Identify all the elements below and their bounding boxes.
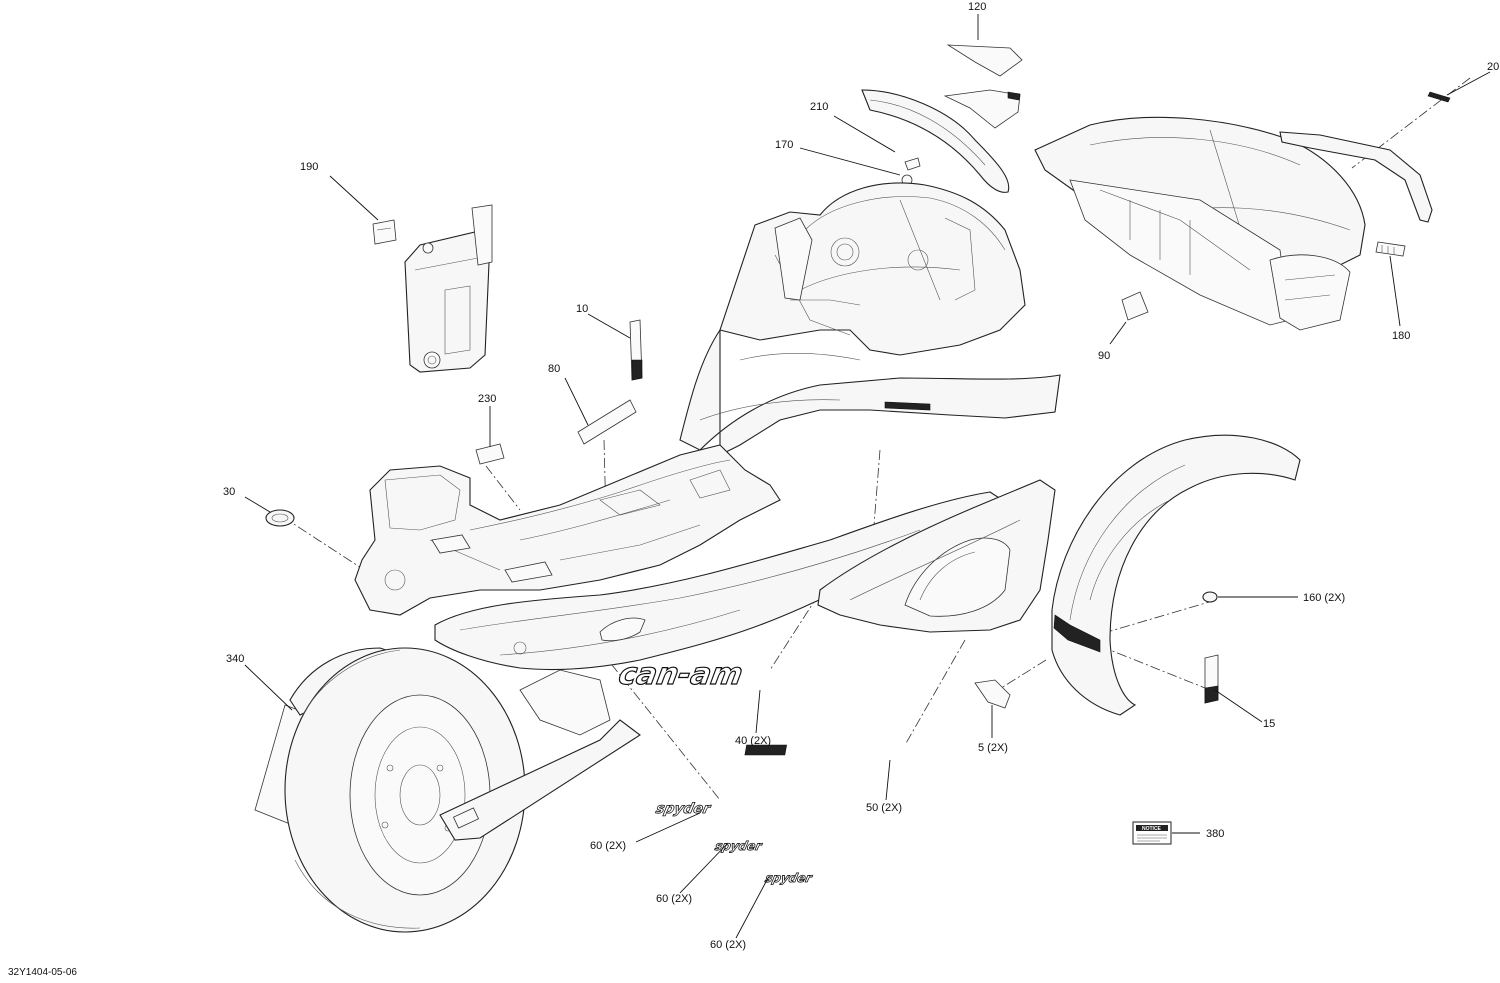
- document-id: 32Y1404-05-06: [8, 967, 77, 978]
- callout-160: 160 (2X): [1303, 592, 1345, 604]
- callout-10: 10: [576, 303, 588, 315]
- callout-230: 230: [478, 393, 496, 405]
- spyder-logo-text-3: spyder: [764, 871, 814, 885]
- callout-60-c: 60 (2X): [710, 939, 746, 951]
- part-rivet-160: [1202, 591, 1218, 603]
- callout-380: 380: [1206, 828, 1224, 840]
- part-swing-arm: [439, 669, 641, 841]
- part-decal-180: [1375, 241, 1406, 257]
- callout-120: 120: [968, 1, 986, 13]
- part-wind-deflector-decal: [943, 44, 1023, 129]
- part-rear-wheel: [284, 647, 526, 933]
- part-windshield-trim: [861, 89, 1010, 193]
- callout-60-b: 60 (2X): [656, 893, 692, 905]
- spyder-logo-text-1: spyder: [654, 801, 712, 817]
- part-decal-10: [629, 319, 643, 381]
- part-reservoir: [404, 204, 493, 373]
- leader-lines: [244, 14, 1491, 939]
- part-front-fender: [1051, 434, 1301, 716]
- part-decal-15: [1204, 654, 1219, 704]
- callout-190: 190: [300, 161, 318, 173]
- callout-170: 170: [775, 139, 793, 151]
- canam-logo-text: can-am: [616, 657, 745, 692]
- part-seat-frame: [354, 444, 781, 616]
- part-front-body-panel: [679, 328, 1061, 456]
- callout-5: 5 (2X): [978, 742, 1008, 754]
- part-emblem-30: [265, 509, 295, 527]
- callout-180: 180: [1392, 330, 1410, 342]
- callout-210: 210: [810, 101, 828, 113]
- callout-20: 20: [1487, 61, 1499, 73]
- callout-80: 80: [548, 363, 560, 375]
- part-decal-90: [1121, 291, 1149, 321]
- callout-340: 340: [226, 653, 244, 665]
- part-badge-50: [744, 744, 787, 756]
- part-decal-5: [974, 679, 1011, 709]
- part-decal-spyder-logos: spyder spyder spyder: [654, 801, 814, 886]
- part-decal-canam-logo: can-am: [615, 657, 746, 693]
- callout-40: 40 (2X): [735, 735, 771, 747]
- callout-15: 15: [1263, 718, 1275, 730]
- part-front-side-panel: [817, 479, 1056, 633]
- notice-label-text: NOTICE: [1142, 826, 1162, 832]
- part-decal-190: [372, 219, 397, 245]
- part-trim-20: [1279, 91, 1451, 223]
- callout-50: 50 (2X): [866, 802, 902, 814]
- callout-60-a: 60 (2X): [590, 840, 626, 852]
- callout-30: 30: [223, 486, 235, 498]
- part-notice-label-380: NOTICE: [1132, 821, 1172, 845]
- part-front-fairing: [719, 182, 1026, 356]
- spyder-logo-text-2: spyder: [714, 839, 764, 853]
- callout-90: 90: [1098, 350, 1110, 362]
- phantom-lines: [282, 77, 1471, 801]
- part-decal-80: [577, 399, 637, 445]
- part-dashboard-cover: [1034, 116, 1366, 331]
- part-decal-230: [475, 443, 505, 465]
- part-clip: [901, 157, 921, 186]
- callout-labels: 120 20 210 170 190 10 80 230 30 90 180 1…: [223, 1, 1499, 951]
